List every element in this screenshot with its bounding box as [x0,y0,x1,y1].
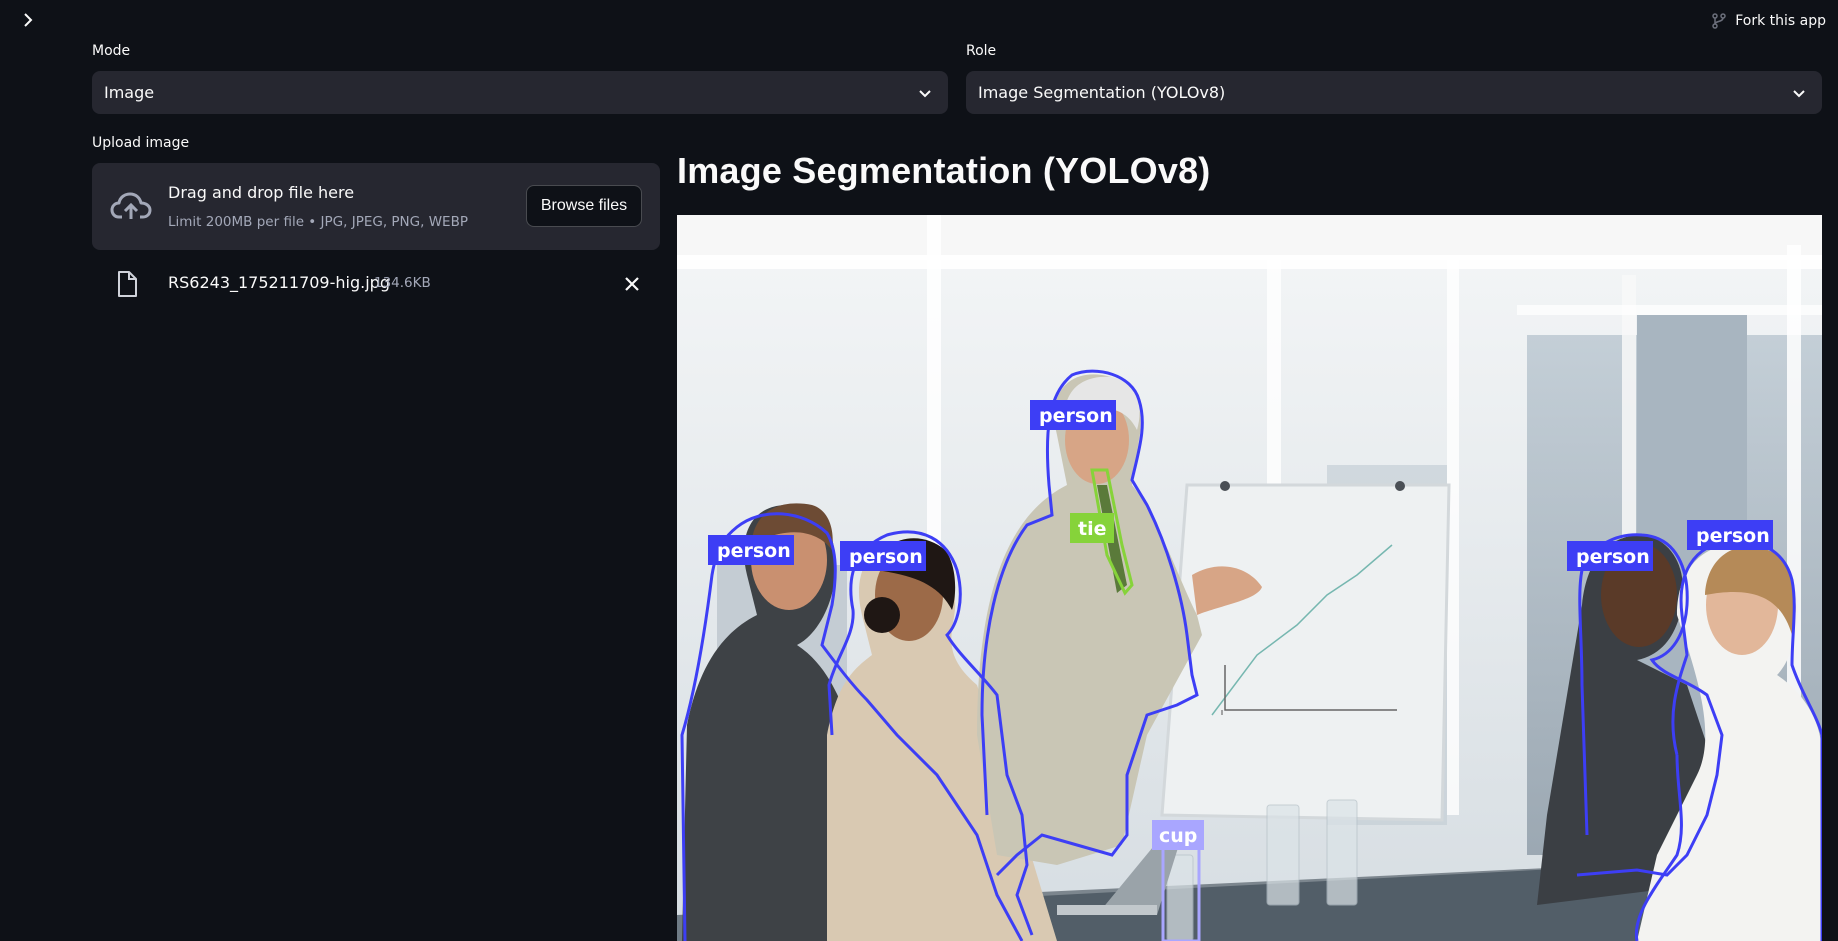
detection-person-text: person [849,546,923,568]
mode-label: Mode [92,43,131,59]
file-size: 134.6KB [374,275,431,291]
detection-label-person-1: person [1030,400,1116,430]
detection-label-tie: tie [1070,513,1114,543]
detection-label-cup: cup [1152,820,1204,850]
chevron-right-icon [24,13,33,27]
detection-person-text: person [1576,546,1650,568]
page-title: Image Segmentation (YOLOv8) [677,150,1211,191]
detection-cup-text: cup [1159,825,1197,847]
upload-label: Upload image [92,135,190,151]
detection-person-text: person [1039,405,1113,427]
detection-tie-text: tie [1078,518,1106,540]
dropzone-subtitle: Limit 200MB per file • JPG, JPEG, PNG, W… [168,214,468,230]
uploaded-file-item: RS6243_175211709-hig.jpg 134.6KB [92,263,660,303]
fork-label: Fork this app [1735,13,1826,29]
segmentation-canvas: person person person person person tie [677,215,1822,941]
segmentation-result-image: person person person person person tie [677,215,1822,941]
remove-file-icon[interactable] [624,276,640,292]
detection-person-text: person [1696,525,1770,547]
sidebar-toggle-button[interactable] [18,10,38,30]
detection-person-text: person [717,540,791,562]
detection-label-person-2: person [708,535,794,565]
role-select-value: Image Segmentation (YOLOv8) [978,83,1226,102]
dropzone-title: Drag and drop file here [168,183,355,202]
role-select[interactable]: Image Segmentation (YOLOv8) [966,71,1822,114]
chevron-down-icon [1793,89,1805,97]
file-icon [118,271,137,297]
detection-label-person-5: person [1687,520,1773,550]
file-dropzone[interactable]: Drag and drop file here Limit 200MB per … [92,163,660,250]
git-fork-icon [1712,13,1726,29]
detection-label-person-4: person [1567,541,1653,571]
mode-select-value: Image [104,83,155,102]
mode-select[interactable]: Image [92,71,948,114]
file-name: RS6243_175211709-hig.jpg [168,273,390,292]
cloud-upload-icon [110,192,152,219]
detection-label-person-3: person [840,541,926,571]
browse-files-button[interactable]: Browse files [526,185,642,227]
chevron-down-icon [919,89,931,97]
fork-app-button[interactable]: Fork this app [1711,10,1826,32]
role-label: Role [966,43,997,59]
